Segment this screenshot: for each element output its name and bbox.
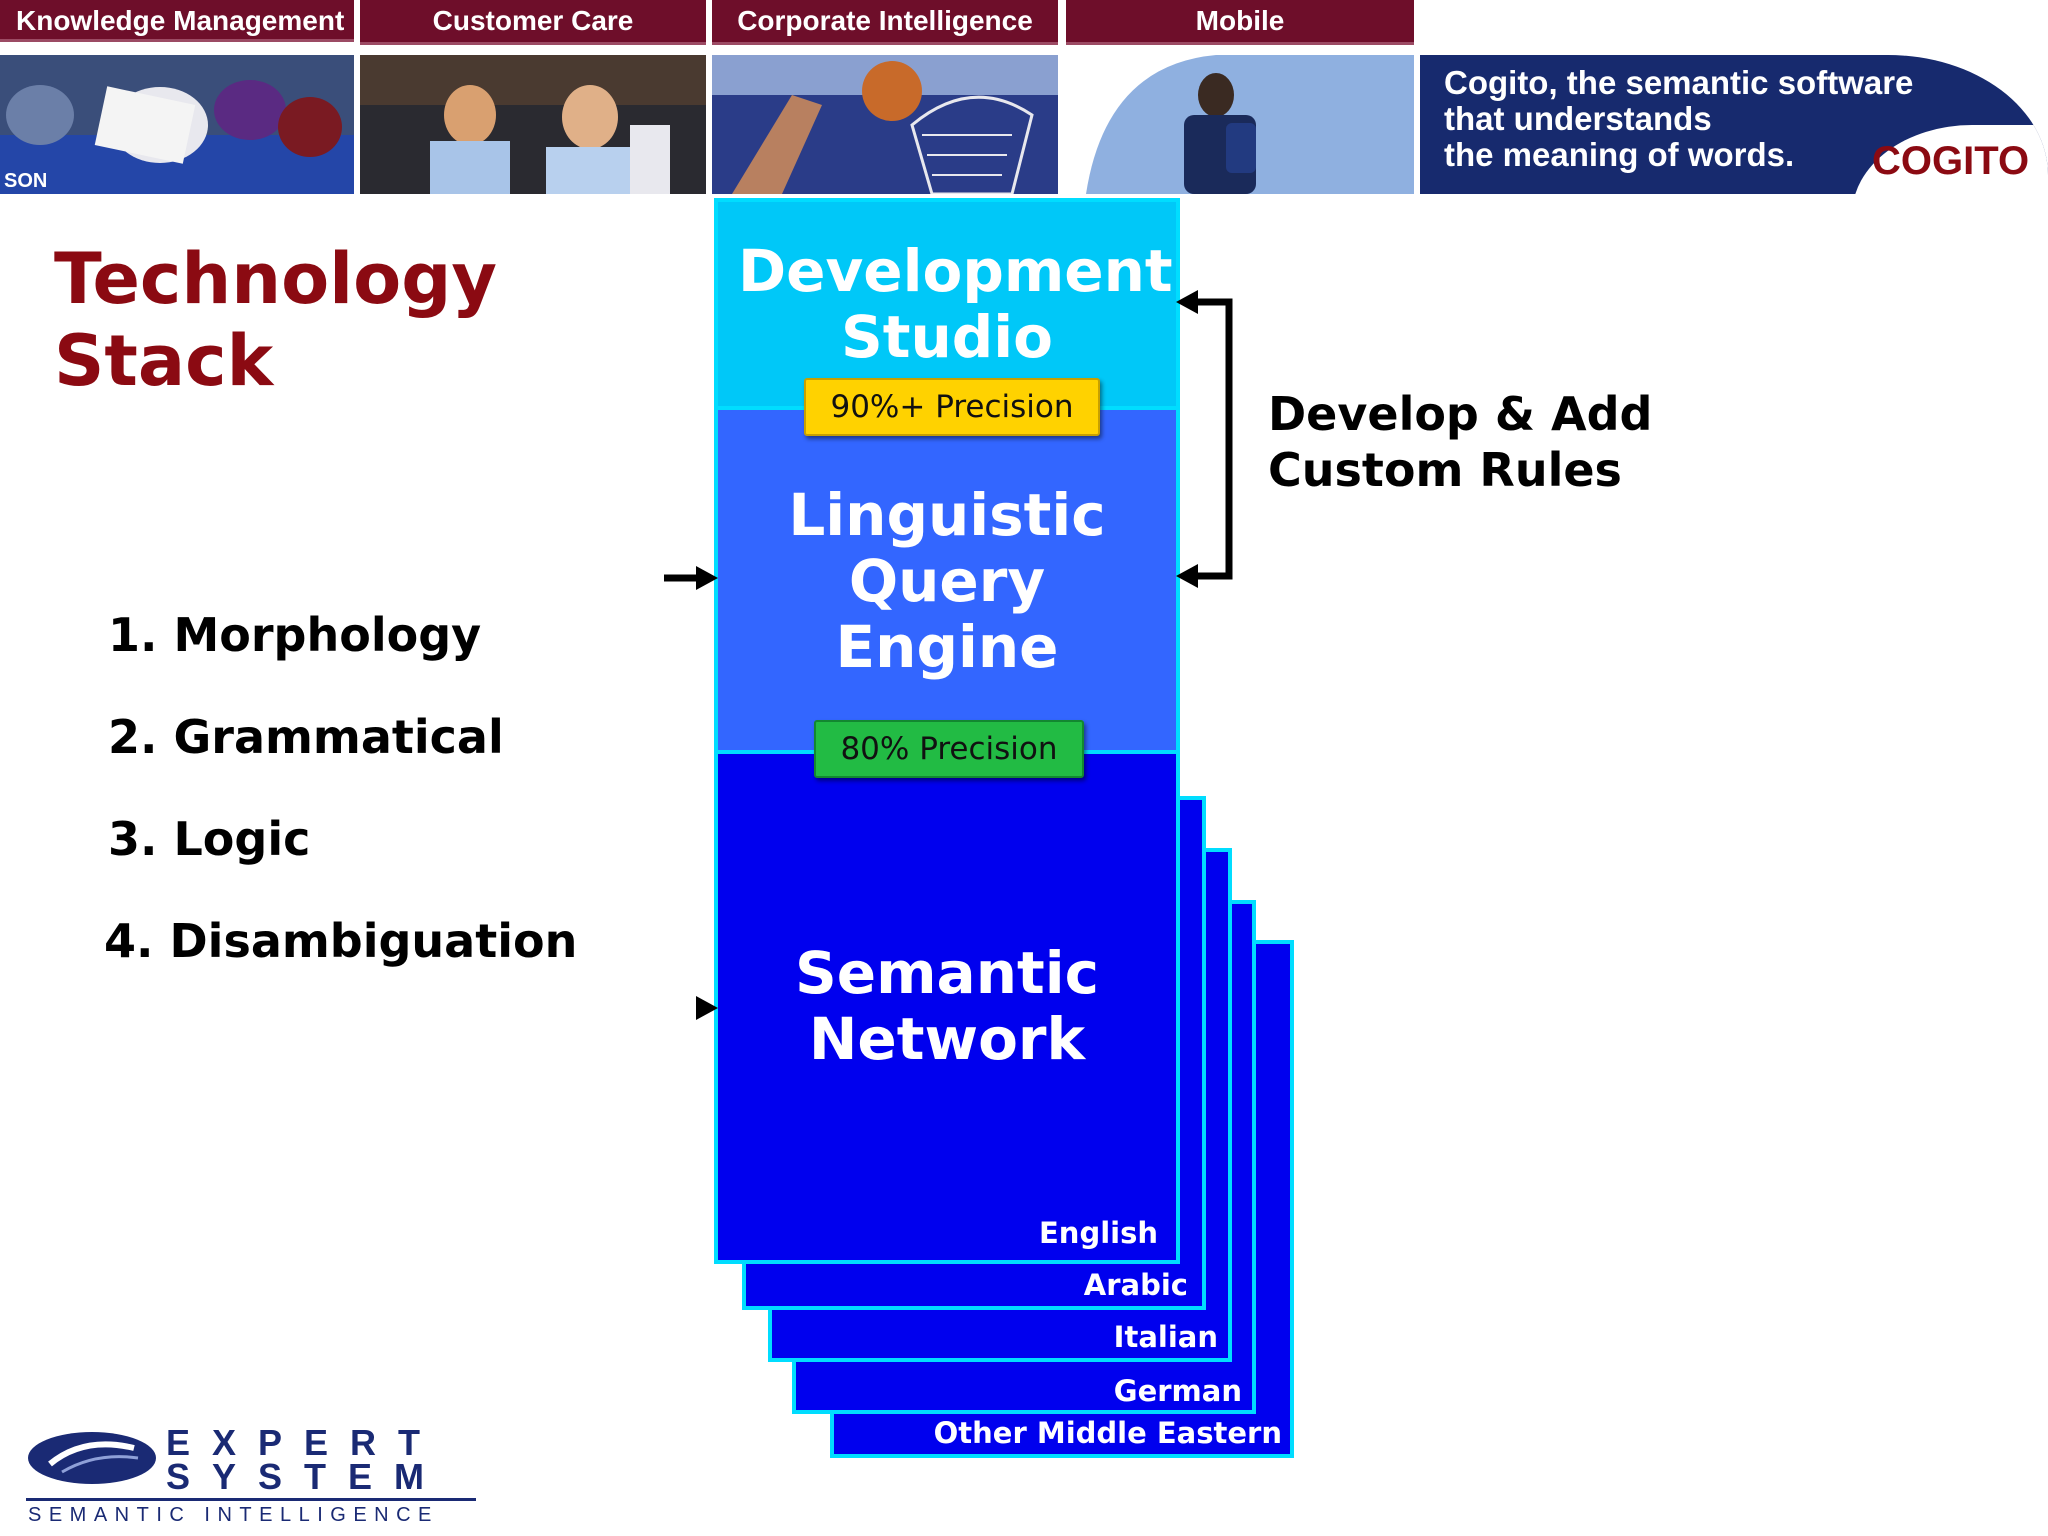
language-label: German xyxy=(1113,1374,1242,1408)
custom-rules-bracket-arrow xyxy=(1176,290,1233,588)
nav-tab-customer-care[interactable]: Customer Care xyxy=(360,0,706,45)
svg-text:SON: SON xyxy=(4,170,47,192)
expert-system-logo-line1: EXPERT xyxy=(166,1422,443,1463)
basketball-photo xyxy=(712,55,1058,194)
mobile-photo xyxy=(1066,55,1414,194)
list-item-logic: 3. Logic xyxy=(108,812,311,866)
semantic-network-title: Semantic Network xyxy=(795,939,1099,1073)
custom-rules-label: Develop & Add Custom Rules xyxy=(1268,387,1653,497)
cogito-banner: Cogito, the semantic software that under… xyxy=(1420,55,2048,194)
nav-tab-knowledge-management[interactable]: Knowledge Management xyxy=(0,0,354,42)
customer-care-photo xyxy=(360,55,706,194)
page-title: Technology Stack xyxy=(54,238,498,402)
precision-badge-top: 90%+ Precision xyxy=(804,378,1100,436)
language-label-english: English xyxy=(1038,1216,1158,1250)
processing-bracket-arrow xyxy=(664,566,718,1020)
linguistic-query-engine-layer: Linguistic Query Engine xyxy=(714,404,1180,754)
football-photo: SON xyxy=(0,55,354,194)
semantic-network-layer: Semantic Network English xyxy=(714,748,1180,1264)
expert-system-logo-tagline: SEMANTIC INTELLIGENCE xyxy=(28,1504,439,1526)
expert-system-logo-rule xyxy=(26,1498,476,1501)
list-item-grammatical: 2. Grammatical xyxy=(108,710,504,764)
development-studio-layer: Development Studio xyxy=(714,198,1180,410)
nav-tab-mobile[interactable]: Mobile xyxy=(1066,0,1414,45)
precision-badge-bottom: 80% Precision xyxy=(814,720,1084,778)
nav-tab-corporate-intelligence[interactable]: Corporate Intelligence xyxy=(712,0,1058,45)
language-label: Other Middle Eastern xyxy=(933,1416,1282,1450)
list-item-disambiguation: 4. Disambiguation xyxy=(104,914,578,968)
expert-system-logo-line2: SYSTEM xyxy=(166,1456,447,1497)
language-label: Italian xyxy=(1113,1320,1218,1354)
linguistic-query-engine-title: Linguistic Query Engine xyxy=(788,481,1106,681)
expert-system-logo-swoosh xyxy=(28,1432,156,1484)
language-label: Arabic xyxy=(1083,1268,1188,1302)
development-studio-title: Development Studio xyxy=(738,237,1173,371)
list-item-morphology: 1. Morphology xyxy=(108,608,482,662)
cogito-logo: COGITO xyxy=(1872,139,2030,183)
banner-tagline: Cogito, the semantic software that under… xyxy=(1444,64,1914,173)
